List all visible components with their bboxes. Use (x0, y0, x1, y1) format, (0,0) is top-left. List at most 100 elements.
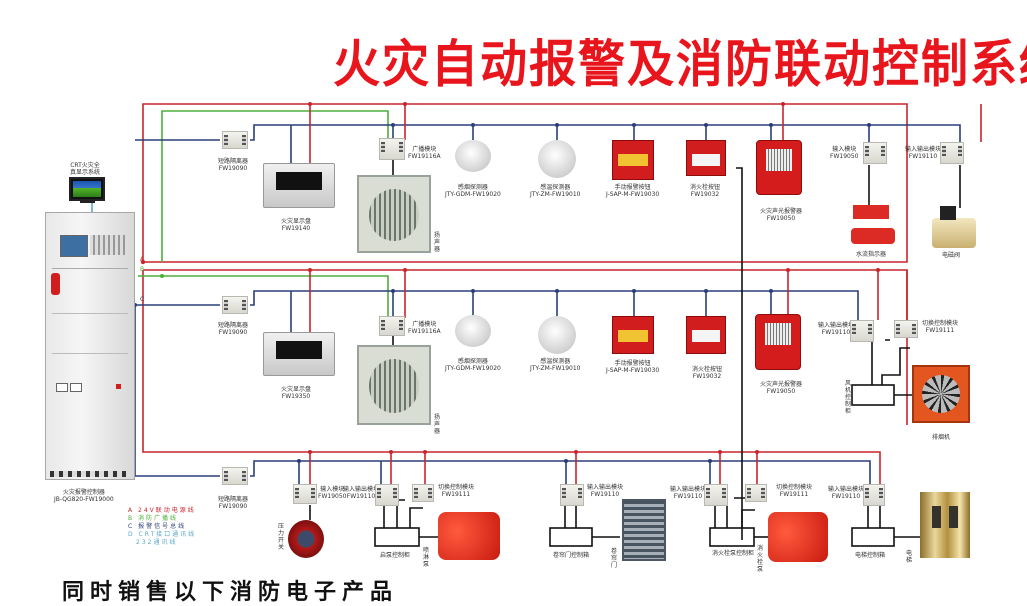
fire-display-panel-row1 (263, 163, 335, 208)
isolator-module-row2 (222, 296, 248, 314)
controller-keypad-icon (90, 235, 128, 255)
exhaust-fan-icon (912, 365, 970, 423)
roller-shutter-icon (622, 499, 666, 561)
pump-box-label: 启泵控制柜 (380, 552, 411, 559)
crt-label-line2: 真显示系统 (70, 169, 101, 176)
flow-indicator-icon (851, 228, 895, 244)
bus-c-row3 (134, 305, 871, 488)
legend-item-b: B 消防广播线 (128, 515, 179, 522)
solenoid-valve-icon (932, 206, 976, 248)
hydrant-button-row1 (686, 140, 726, 176)
io-module-row1 (940, 142, 964, 164)
elevator-icon (920, 492, 970, 558)
bus-letter-a: A (140, 256, 145, 263)
broadcast-module-row1 (379, 138, 405, 160)
controller-label: 火灾报警控制器 JB-QG820-FW19000 (54, 489, 114, 503)
bus-c-row2 (135, 290, 859, 320)
monitor-stand (80, 200, 95, 203)
pressure-switch-label: 压力开关 (278, 523, 285, 551)
sound-light-alarm-row2 (755, 314, 801, 370)
speaker-row2 (357, 345, 431, 425)
valve-label: 电磁阀 (942, 252, 961, 259)
crt-monitor-icon (69, 177, 105, 201)
ammeter-icon (70, 383, 82, 392)
fire-display-panel-row2 (263, 332, 335, 376)
footer-text: 同时销售以下消防电子产品 (62, 580, 399, 605)
pressure-input-module (293, 484, 317, 504)
manual-call-point-row1 (612, 140, 654, 180)
manual-call-point-row2 (612, 316, 654, 354)
pump2-box-label: 消火栓泵控制柜 (712, 550, 755, 557)
legend-item-e: 232通讯线 (136, 539, 178, 546)
shutter-io-module (560, 484, 584, 506)
shutter-box-label: 卷帘门控制箱 (553, 552, 590, 559)
legend-item-a: A 24V联动电源线 (128, 507, 196, 514)
fan-label: 排烟机 (932, 434, 951, 441)
pump2-cutoff-module (745, 484, 767, 502)
voltmeter-icon (56, 383, 68, 392)
bus-b-row2 (138, 275, 389, 318)
controller-label-line1: 火灾报警控制器 (62, 489, 105, 496)
pump-io-module (375, 484, 399, 506)
smoke-detector-row1 (455, 140, 491, 172)
flow-indicator-head (853, 205, 889, 219)
power-switch-icon (116, 384, 121, 389)
fire-alarm-controller-cabinet (45, 212, 135, 480)
smoke-detector-row2 (455, 315, 491, 347)
flow-label: 水流指示器 (856, 251, 887, 258)
bus-c-row1 (135, 124, 961, 142)
cutoff-module-row2 (894, 320, 918, 338)
diagram-title: 火灾自动报警及消防联动控制系统 (333, 34, 1027, 95)
elev-box-label: 电梯控制箱 (855, 552, 886, 559)
bus-letter-b: B (140, 266, 145, 273)
speaker-label-row1: 扬声器 (434, 232, 441, 253)
crt-label-line1: CRT火灾全 (70, 162, 100, 169)
sound-light-alarm-row1 (756, 140, 802, 195)
fan-control-box-label: 风机控制柜 (845, 380, 852, 415)
legend-item-c: C 报警信号总线 (128, 523, 187, 530)
elev-io-module (863, 484, 885, 506)
bus-a-row1 (142, 103, 908, 263)
input-module-row1 (863, 142, 887, 164)
broadcast-module-row2 (379, 316, 405, 336)
pump2-io-module (704, 484, 728, 506)
bus-a-row3 (142, 270, 881, 490)
shutter-label: 卷帘门 (611, 548, 618, 569)
pressure-switch-icon (288, 520, 324, 558)
speaker-label-row2: 扬声器 (434, 414, 441, 435)
sprinkler-pump-icon (438, 512, 500, 560)
controller-lcd-icon (60, 235, 88, 257)
pump-cutoff-module (412, 484, 434, 502)
pump2-label: 消火栓泵 (757, 545, 764, 573)
hydrant-button-row2 (686, 316, 726, 354)
crt-label: CRT火灾全 真显示系统 (70, 162, 100, 176)
isolator-module-row3 (222, 467, 248, 485)
heat-detector-row1 (538, 140, 576, 178)
legend-item-d: D CRT接口通讯线 (128, 531, 197, 538)
controller-label-line2: JB-QG820-FW19000 (54, 496, 114, 503)
fire-phone-icon (51, 273, 60, 295)
